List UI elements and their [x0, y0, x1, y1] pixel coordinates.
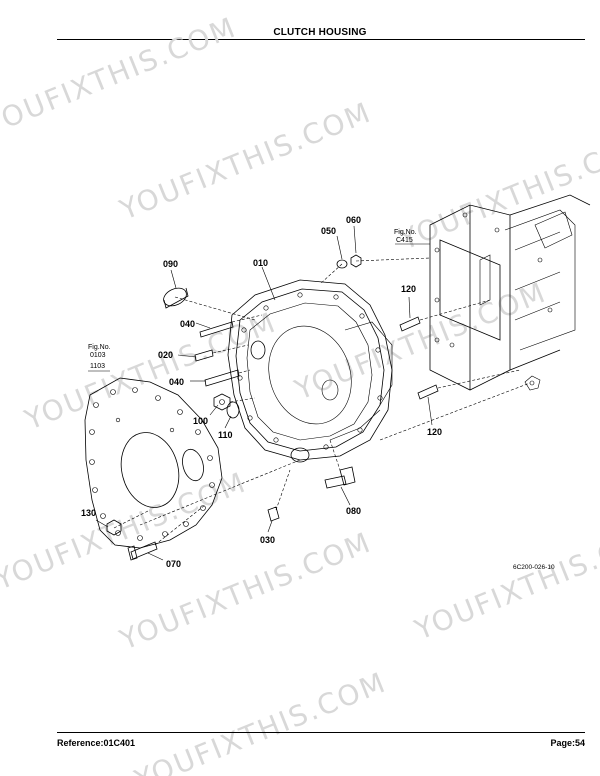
watermark-layer: YOUFIXTHIS.COM YOUFIXTHIS.COM YOUFIXTHIS… — [0, 10, 600, 776]
callout-060: 060 — [346, 215, 361, 225]
reference-number: Reference:01C401 — [57, 738, 136, 748]
watermark-text: YOUFIXTHIS.COM — [0, 10, 241, 141]
callout-020: 020 — [158, 350, 173, 360]
callout-labels: 010 020 030 040 040 050 060 070 080 090 … — [81, 215, 442, 569]
callout-090: 090 — [163, 259, 178, 269]
fig-ref-0103-1103: Fig.No. 0103 1103 — [88, 344, 111, 370]
alignment-lines — [113, 257, 531, 546]
callout-130: 130 — [81, 508, 96, 518]
callout-080: 080 — [346, 506, 361, 516]
flywheel-housing-plate — [84, 377, 223, 549]
footer-rule — [57, 732, 585, 733]
fig-ref-number: 1103 — [90, 363, 105, 370]
transmission-case — [429, 194, 591, 391]
watermark-text: YOUFIXTHIS.COM — [129, 665, 391, 776]
callout-030: 030 — [260, 535, 275, 545]
fig-ref-label: Fig.No. — [394, 229, 417, 236]
watermark-text: YOUFIXTHIS.COM — [289, 275, 551, 406]
fig-ref-c415: Fig.No. C415 — [394, 229, 417, 244]
drawing-code: 6C200-026-10 — [513, 564, 555, 571]
callout-070: 070 — [166, 559, 181, 569]
callout-120-lower: 120 — [427, 427, 442, 437]
watermark-text: YOUFIXTHIS.COM — [114, 525, 376, 656]
callout-050: 050 — [321, 226, 336, 236]
callout-110: 110 — [218, 430, 233, 440]
page-title: CLUTCH HOUSING — [273, 27, 367, 38]
watermark-text: YOUFIXTHIS.COM — [114, 95, 376, 226]
callout-040-upper: 040 — [180, 319, 195, 329]
watermark-text: YOUFIXTHIS.COM — [394, 125, 600, 256]
fig-ref-number: 0103 — [90, 352, 106, 359]
callout-100: 100 — [193, 416, 208, 426]
page-number: Page:54 — [550, 738, 585, 748]
header-rule — [57, 39, 585, 40]
watermark-text: YOUFIXTHIS.COM — [19, 305, 281, 436]
callout-120-upper: 120 — [401, 284, 416, 294]
watermark-text: YOUFIXTHIS.COM — [409, 515, 600, 646]
callout-040-lower: 040 — [169, 377, 184, 387]
fig-ref-number: C415 — [396, 237, 413, 244]
fig-ref-label: Fig.No. — [88, 344, 111, 351]
callout-010: 010 — [253, 258, 268, 268]
small-parts — [106, 254, 439, 561]
leader-lines — [88, 225, 433, 561]
